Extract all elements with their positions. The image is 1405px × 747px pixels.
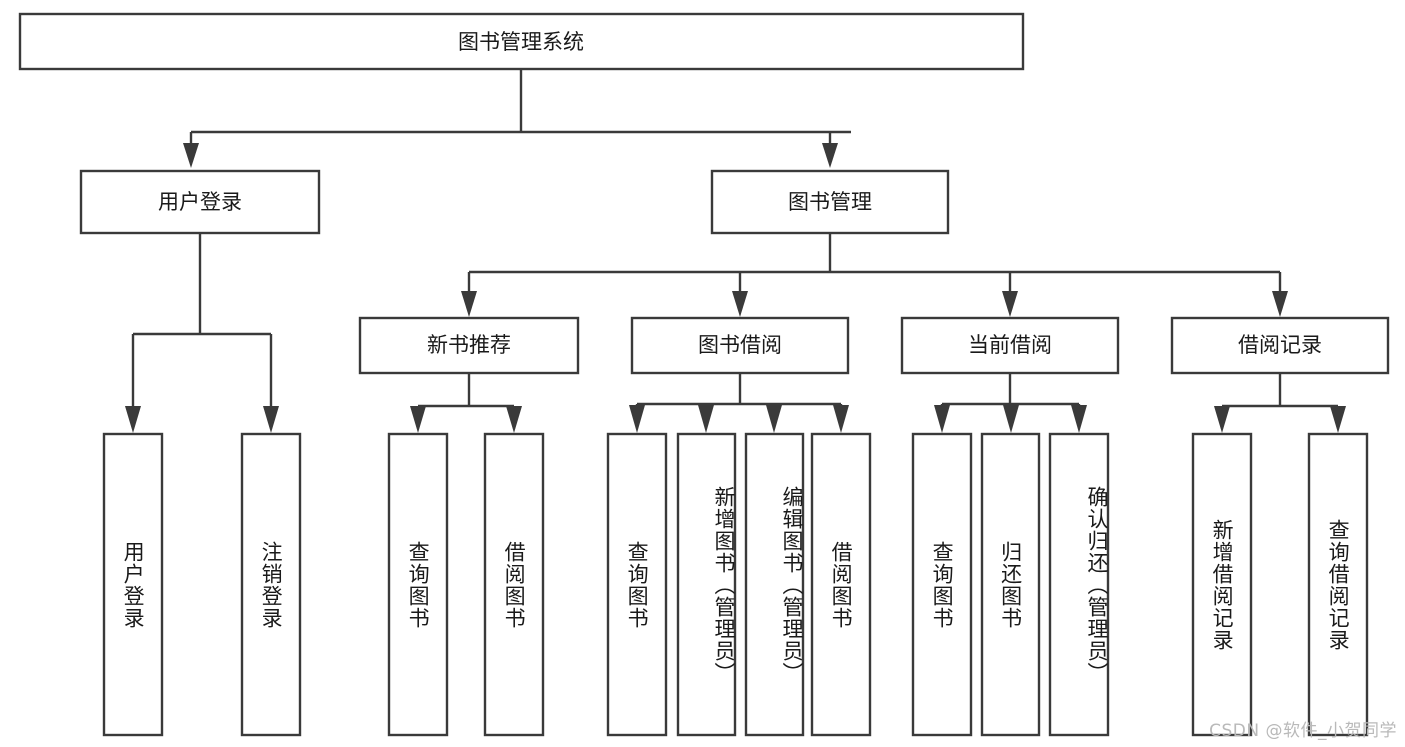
node-borrow-record[interactable]: 借阅记录 (1170, 316, 1390, 375)
arrow-head-borrow-record-leaf-2 (1330, 406, 1346, 433)
leaf-box-borrow-record-1[interactable] (1191, 432, 1253, 737)
arrow-head-to-book-manage (822, 143, 838, 168)
node-user-login[interactable]: 用户登录 (79, 169, 321, 235)
leaf-box-current-borrow-1[interactable] (911, 432, 973, 737)
arrow-head-to-book-borrow (732, 291, 748, 317)
node-book-borrow-label: 图书借阅 (698, 333, 782, 357)
node-book-manage-box[interactable] (710, 169, 950, 235)
arrow-head-current-borrow-leaf-2 (1003, 405, 1019, 433)
node-root-box[interactable] (18, 12, 1025, 71)
node-root[interactable]: 图书管理系统 (18, 12, 1025, 71)
leaf-box-current-borrow-2[interactable] (980, 432, 1041, 737)
arrow-head-current-borrow-leaf-1 (934, 405, 950, 433)
node-root-label: 图书管理系统 (458, 30, 584, 54)
arrow-head-to-user-login (183, 143, 199, 168)
node-current-borrow-box[interactable] (900, 316, 1120, 375)
node-current-borrow-label: 当前借阅 (968, 333, 1052, 357)
arrow-head-current-borrow-leaf-3 (1071, 405, 1087, 433)
node-borrow-record-box[interactable] (1170, 316, 1390, 375)
leaf-box-borrow-record-2[interactable] (1307, 432, 1369, 737)
arrow-head-to-new-book (461, 291, 477, 317)
arrow-head-to-current-borrow (1002, 291, 1018, 317)
node-borrow-record-label: 借阅记录 (1238, 333, 1322, 357)
node-book-borrow[interactable]: 图书借阅 (630, 316, 850, 375)
node-new-book-box[interactable] (358, 316, 580, 375)
node-current-borrow[interactable]: 当前借阅 (900, 316, 1120, 375)
leaf-box-book-borrow-3[interactable] (744, 432, 805, 737)
csdn-watermark: CSDN @软件_小贺同学 (1209, 721, 1397, 741)
leaf-box-new-book-2[interactable] (483, 432, 545, 737)
node-new-book-label: 新书推荐 (427, 333, 511, 357)
arrow-head-book-borrow-leaf-4 (833, 405, 849, 433)
arrow-head-to-borrow-record (1272, 291, 1288, 317)
arrow-head-new-book-leaf-1 (410, 406, 426, 433)
leaf-box-user-login-2[interactable] (240, 432, 302, 737)
arrow-head-user-login-leaf-2 (263, 406, 279, 433)
arrow-head-user-login-leaf-1 (125, 406, 141, 433)
arrow-head-new-book-leaf-2 (506, 406, 522, 433)
node-new-book[interactable]: 新书推荐 (358, 316, 580, 375)
leaf-box-book-borrow-1[interactable] (606, 432, 668, 737)
arrow-head-borrow-record-leaf-1 (1214, 406, 1230, 433)
leaf-box-current-borrow-3[interactable] (1048, 432, 1110, 737)
node-book-manage-label: 图书管理 (788, 190, 872, 214)
node-user-login-label: 用户登录 (158, 190, 242, 214)
leaf-box-new-book-1[interactable] (387, 432, 449, 737)
arrow-head-book-borrow-leaf-3 (766, 405, 782, 433)
arrow-head-book-borrow-leaf-1 (629, 405, 645, 433)
leaf-box-book-borrow-2[interactable] (676, 432, 737, 737)
node-book-borrow-box[interactable] (630, 316, 850, 375)
leaf-box-book-borrow-4[interactable] (810, 432, 872, 737)
node-book-manage[interactable]: 图书管理 (710, 169, 950, 235)
arrow-head-book-borrow-leaf-2 (698, 405, 714, 433)
leaf-box-user-login-1[interactable] (102, 432, 164, 737)
